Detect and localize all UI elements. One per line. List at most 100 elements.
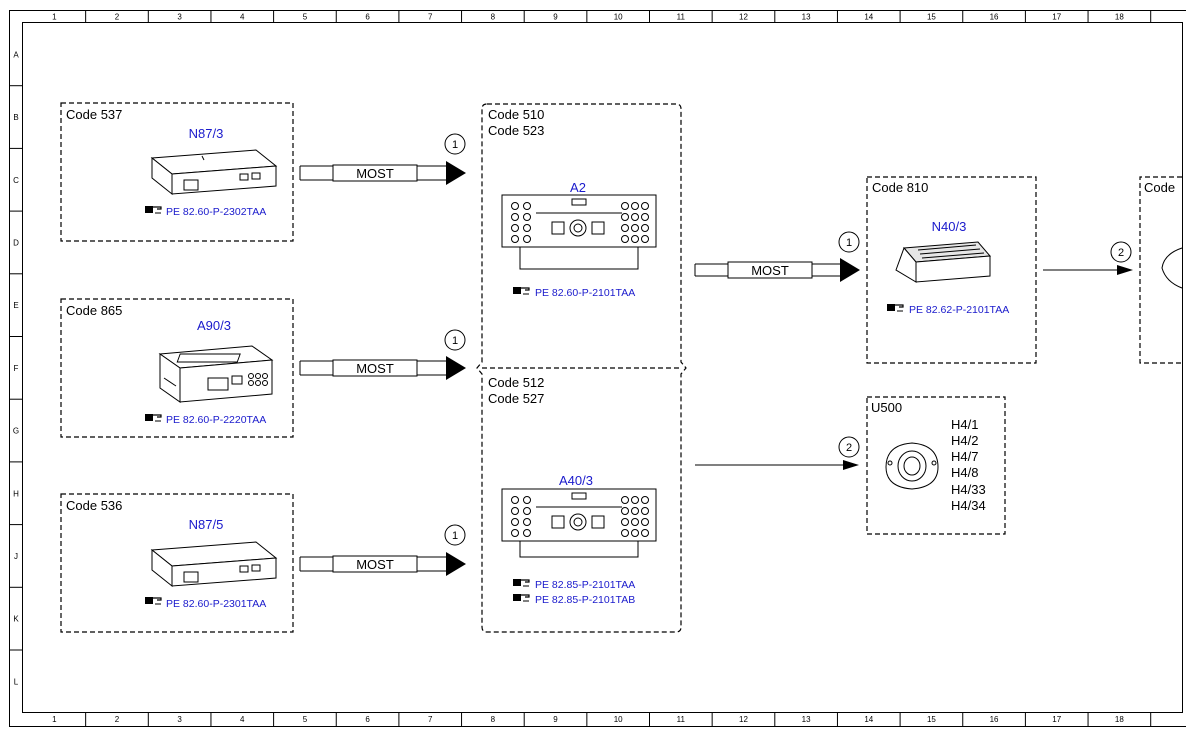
- row-letter: K: [13, 615, 19, 624]
- connection-marker: [444, 329, 466, 351]
- column-number: 16: [990, 13, 999, 22]
- arrow-head: [446, 356, 466, 380]
- connection-marker-number: 1: [452, 335, 458, 347]
- service-reference-icon: [145, 597, 162, 605]
- most-bus-label-box: [727, 261, 813, 279]
- column-number: 12: [739, 715, 748, 724]
- connection-marker: [838, 436, 860, 458]
- drawing-frame: [9, 10, 1186, 727]
- column-number: 5: [303, 13, 308, 22]
- speaker-icon: [1161, 247, 1183, 289]
- speaker-id[interactable]: H4/34: [951, 498, 986, 513]
- speaker-id[interactable]: H4/2: [951, 433, 978, 448]
- component-id[interactable]: N87/5: [189, 517, 224, 532]
- column-number: 14: [864, 13, 873, 22]
- column-number: 4: [240, 13, 245, 22]
- option-code-label: Code 536: [66, 498, 122, 513]
- column-number: 7: [428, 13, 433, 22]
- column-number: 1: [52, 13, 57, 22]
- module-u500: U500 H4/1 H4/2 H4/7 H4/8 H4/33 H4/34: [866, 396, 1006, 535]
- row-letter: D: [13, 238, 19, 247]
- column-number: 12: [739, 13, 748, 22]
- module-boundary: [60, 298, 294, 438]
- option-code-label: Code 527: [488, 391, 544, 406]
- most-bus-label-box: [332, 359, 418, 377]
- connection-marker: [838, 231, 860, 253]
- row-letter: E: [13, 301, 18, 310]
- column-number: 6: [365, 13, 370, 22]
- connection-marker-number: 1: [452, 139, 458, 151]
- column-number: 11: [677, 13, 686, 22]
- most-bus-label-box: [332, 164, 418, 182]
- component-id[interactable]: N87/3: [189, 126, 224, 141]
- column-number: 15: [927, 13, 936, 22]
- module-boundary: [60, 493, 294, 633]
- column-number: 9: [553, 715, 558, 724]
- service-reference-link[interactable]: PE 82.60-P-2101TAA: [535, 287, 635, 299]
- option-code-label: Code 537: [66, 107, 122, 122]
- option-code-label: Code 510: [488, 107, 544, 122]
- connection-marker-number: 2: [1118, 247, 1124, 259]
- row-letter: C: [13, 176, 19, 185]
- column-number: 15: [927, 715, 936, 724]
- most-connection-n40-3: MOST 1: [694, 231, 860, 282]
- component-id[interactable]: A40/3: [559, 473, 593, 488]
- column-number: 4: [240, 715, 245, 724]
- service-reference-link[interactable]: PE 82.60-P-2302TAA: [166, 206, 266, 218]
- service-reference-icon: [513, 594, 530, 602]
- speaker-id[interactable]: H4/33: [951, 482, 986, 497]
- module-boundary: [866, 396, 1006, 535]
- most-bus-label: MOST: [751, 263, 789, 278]
- column-number: 5: [303, 715, 308, 724]
- service-reference-icon: [145, 414, 162, 422]
- column-number: 7: [428, 715, 433, 724]
- column-number: 3: [177, 715, 182, 724]
- service-reference-link[interactable]: PE 82.60-P-2220TAA: [166, 414, 266, 426]
- most-bus-label: MOST: [356, 361, 394, 376]
- speaker-id[interactable]: H4/8: [951, 465, 978, 480]
- connection-marker-number: 2: [846, 442, 852, 454]
- column-number: 17: [1052, 715, 1061, 724]
- arrow-head: [446, 161, 466, 185]
- column-number: 13: [802, 13, 811, 22]
- column-number: 8: [491, 715, 496, 724]
- column-number: 13: [802, 715, 811, 724]
- column-number: 2: [115, 13, 120, 22]
- column-number: 8: [491, 13, 496, 22]
- row-letter: L: [14, 677, 19, 686]
- column-number: 11: [677, 715, 686, 724]
- amplifier-icon: [895, 241, 992, 283]
- control-unit-icon: [158, 345, 274, 403]
- column-number: 1: [52, 715, 57, 724]
- row-letter: J: [14, 552, 18, 561]
- component-id[interactable]: A2: [570, 180, 586, 195]
- speaker-id[interactable]: H4/7: [951, 449, 978, 464]
- speaker-connection-u500: 2: [695, 436, 860, 470]
- module-partial-right: Code: [1139, 176, 1183, 364]
- connection-marker: [1110, 241, 1132, 263]
- service-reference-link[interactable]: PE 82.62-P-2101TAA: [909, 304, 1009, 316]
- speaker-connection-right: 2: [1043, 241, 1133, 275]
- option-code-label: Code 512: [488, 375, 544, 390]
- service-reference-link[interactable]: PE 82.60-P-2301TAA: [166, 598, 266, 610]
- most-bus-label-box: [332, 555, 418, 573]
- connection-marker: [444, 133, 466, 155]
- connection-marker-number: 1: [846, 237, 852, 249]
- component-id[interactable]: N40/3: [932, 219, 967, 234]
- component-id[interactable]: A90/3: [197, 318, 231, 333]
- option-code-label: Code 523: [488, 123, 544, 138]
- service-reference-link[interactable]: PE 82.85-P-2101TAA: [535, 579, 635, 591]
- module-boundary: [866, 176, 1037, 364]
- module-boundary: [60, 102, 294, 242]
- speaker-id[interactable]: H4/1: [951, 417, 978, 432]
- service-reference-link[interactable]: PE 82.85-P-2101TAB: [535, 594, 635, 606]
- service-reference-icon: [513, 579, 530, 587]
- option-code-label: Code 810: [872, 180, 928, 195]
- arrow-head: [446, 552, 466, 576]
- option-code-label: Code: [1144, 180, 1175, 195]
- arrow-head: [840, 258, 860, 282]
- row-letter: H: [13, 489, 19, 498]
